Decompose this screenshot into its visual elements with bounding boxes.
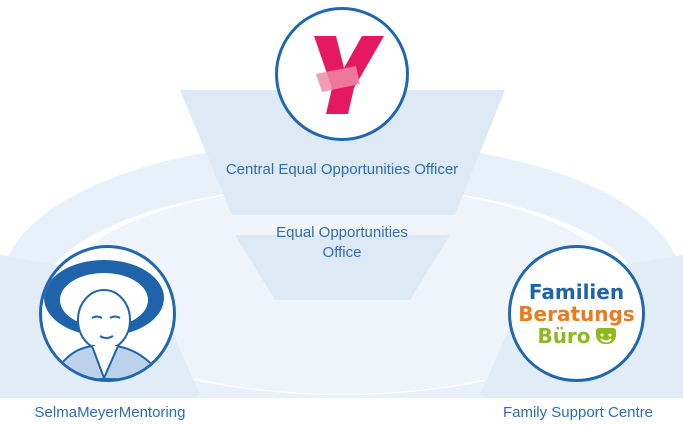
office-label-line2: Office xyxy=(322,244,362,261)
family-logo-line2: Beratungs xyxy=(518,301,635,326)
mentoring-portrait-circle[interactable] xyxy=(39,245,176,382)
family-logo-line1: Familien xyxy=(528,279,625,304)
family-logo: Familien Beratungs Büro xyxy=(511,248,642,379)
smile-icon xyxy=(595,327,616,344)
equal-opportunities-office-label: Equal Opportunities Office xyxy=(232,223,452,263)
bottom-fade xyxy=(0,398,683,425)
central-officer-logo-icon xyxy=(314,36,384,114)
family-support-logo-circle[interactable]: Familien Beratungs Büro xyxy=(508,245,645,382)
family-support-label: Family Support Centre xyxy=(502,404,654,421)
family-logo-line3: Büro xyxy=(537,323,591,348)
portrait-icon xyxy=(44,260,166,379)
wedge-center xyxy=(235,235,450,300)
mentoring-label: SelmaMeyerMentoring xyxy=(34,404,186,421)
office-label-line1: Equal Opportunities xyxy=(276,224,408,241)
central-officer-logo-circle[interactable] xyxy=(275,7,409,141)
family-logo-line3-row: Büro xyxy=(537,323,616,348)
wedge-top xyxy=(180,90,505,215)
central-officer-label: Central Equal Opportunities Officer xyxy=(225,161,459,178)
